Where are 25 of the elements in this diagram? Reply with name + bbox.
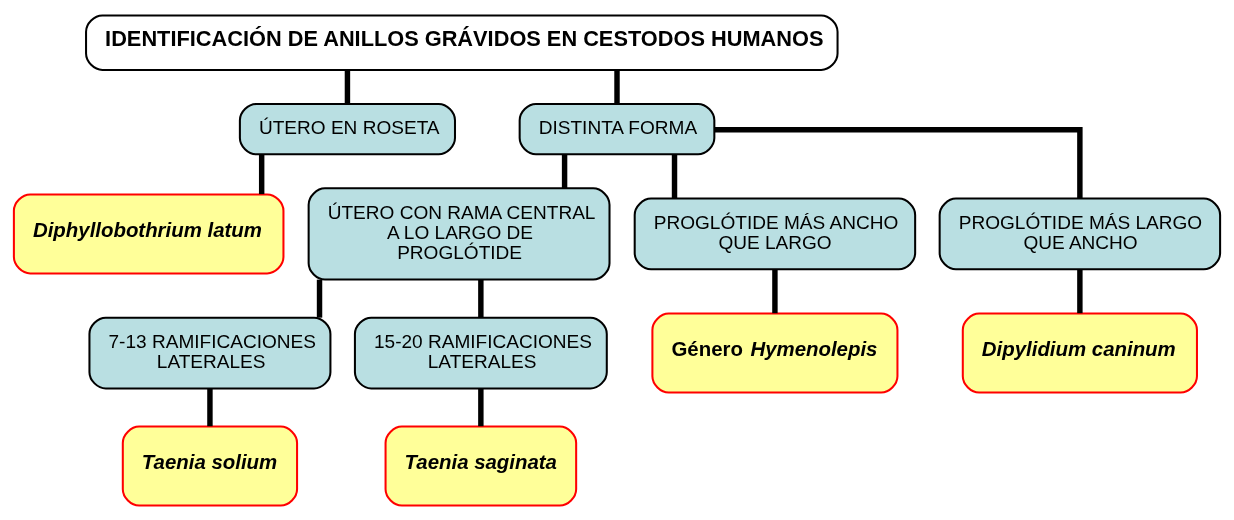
node-box: Género Hymenolepis [651,312,899,394]
node-box: Taenia saginata [384,425,578,507]
connector [478,388,484,426]
connector [671,154,678,198]
connector [344,69,351,103]
node-box: Dipylidium caninum [961,312,1198,394]
node-box: 7-13 RAMIFICACIONES LATERALES [88,316,332,389]
connector [316,279,323,318]
connector [258,154,265,194]
connector [614,69,620,103]
connector [714,126,1083,198]
node-box: ÚTERO EN ROSETA [238,102,456,155]
node-box: PROGLÓTIDE MÁS ANCHO QUE LARGO [633,197,917,270]
node-box: Diphyllobothrium latum [12,192,285,274]
connector [478,279,484,318]
connector [772,269,778,313]
node-box: Taenia solium [121,425,299,507]
connector [561,154,568,188]
node-box: IDENTIFICACIÓN DE ANILLOS GRÁVIDOS EN CESTODOS HUMANOS [85,13,839,71]
node-box: 15-20 RAMIFICACIONES LATERALES [353,316,608,389]
connector [207,388,213,426]
node-box: DISTINTA FORMA [518,102,716,155]
connector [1077,269,1083,313]
node-box: PROGLÓTIDE MÁS LARGO QUE ANCHO [938,197,1222,270]
node-box: ÚTERO CON RAMA CENTRAL A LO LARGO DE PROGLÓTIDE [307,186,611,281]
